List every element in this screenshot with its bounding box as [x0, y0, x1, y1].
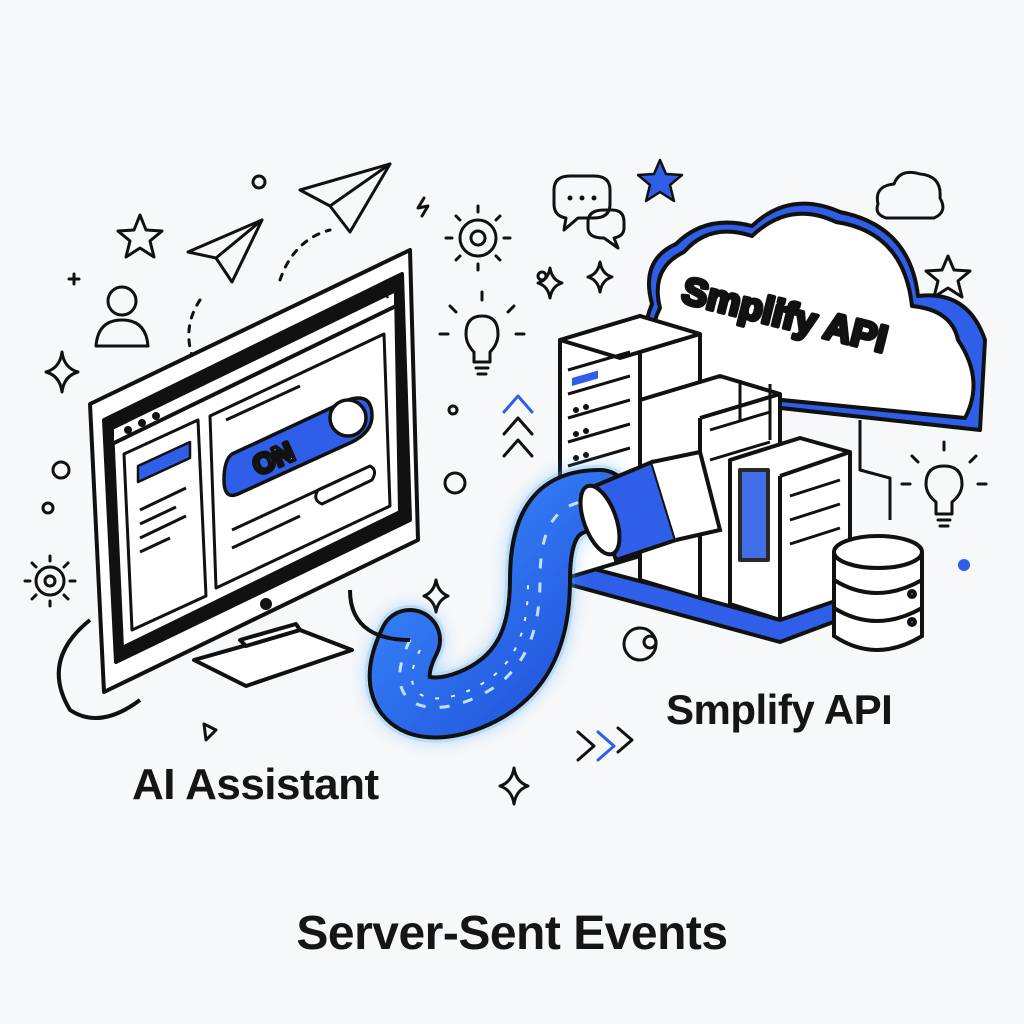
- diagram-title: Server-Sent Events: [296, 907, 728, 960]
- flight-path: [278, 228, 332, 282]
- sparkle-icon: [422, 578, 450, 614]
- paper-plane-icon: [298, 162, 392, 234]
- lightbulb-icon: [900, 440, 988, 528]
- power-indicator: [260, 598, 272, 610]
- sparkle-icon: [44, 350, 80, 394]
- dot-decoration: [447, 404, 459, 416]
- star-icon: [116, 213, 164, 259]
- sparkle-icon: [416, 196, 430, 218]
- sparkle-icon: [586, 260, 614, 294]
- lightbulb-icon: [438, 290, 526, 376]
- star-icon: [636, 158, 684, 203]
- server-label: Smplify API: [666, 686, 893, 733]
- database-icon: [832, 534, 924, 652]
- dot-decoration: [251, 174, 267, 190]
- dot-decoration: [41, 501, 55, 515]
- star-icon: [924, 254, 972, 299]
- cloud-shape: Smplify API: [643, 201, 987, 432]
- event-stream-pipe: [348, 449, 723, 743]
- dot-decoration: [536, 270, 548, 282]
- chevrons-right-icon: [576, 726, 634, 762]
- dot-decoration: [51, 460, 71, 480]
- user-icon: [94, 285, 150, 348]
- gear-icon: [444, 204, 512, 272]
- dot-decoration: [443, 471, 467, 495]
- chevrons-up-icon: [502, 394, 534, 458]
- sparkle-icon: [67, 272, 81, 286]
- gear-icon: [23, 554, 77, 608]
- paper-plane-icon: [186, 218, 264, 284]
- play-icon: [202, 722, 218, 742]
- cloud-icon: [875, 170, 945, 220]
- monitor-icon: ON: [56, 248, 420, 720]
- client-label: AI Assistant: [132, 760, 379, 809]
- sparkle-icon: [498, 766, 530, 806]
- dot-decoration: [958, 559, 970, 571]
- chat-bubbles-icon: [552, 174, 626, 250]
- flight-path: [187, 298, 207, 382]
- loop-icon: [622, 626, 658, 662]
